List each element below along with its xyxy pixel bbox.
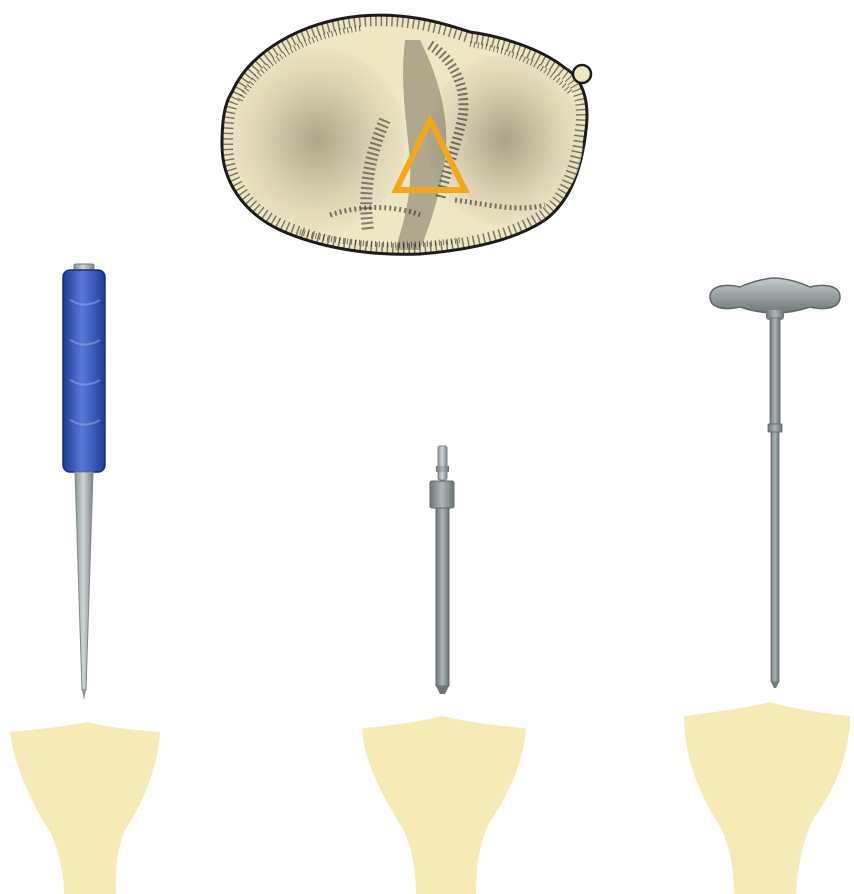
t-handle-instrument bbox=[710, 278, 840, 688]
proximal-tibia-1-icon bbox=[10, 722, 160, 894]
proximal-tibia-3-icon bbox=[684, 702, 850, 894]
tibial-plateau-top-view-icon bbox=[222, 15, 591, 254]
proximal-tibia-2-icon bbox=[362, 716, 526, 894]
guide-pin-instrument bbox=[430, 446, 454, 694]
awl-instrument bbox=[63, 264, 105, 700]
